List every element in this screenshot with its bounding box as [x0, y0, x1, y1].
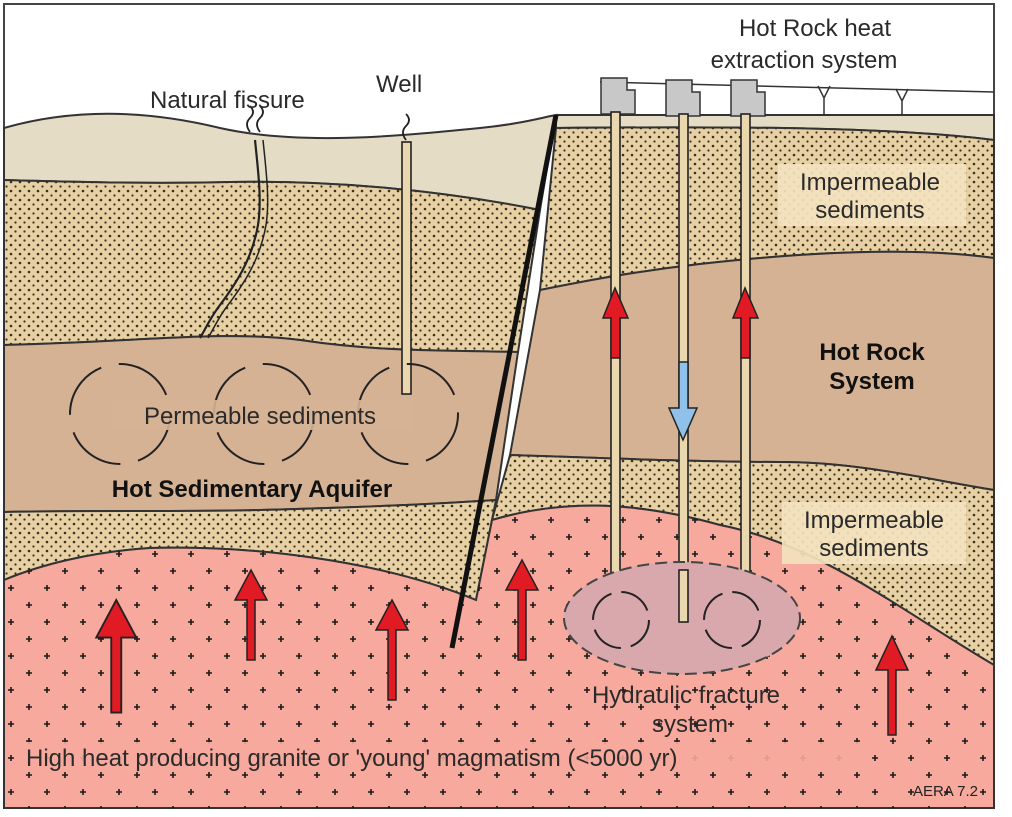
hydraulic-fracture-label-line2: system [652, 711, 728, 738]
impermeable-upper-label-line1: Impermeable [800, 169, 940, 196]
extraction-system-label-line2: extraction system [711, 47, 898, 74]
figure-credit: AERA 7.2 [913, 783, 978, 800]
fracture-circulation-right-icon [703, 591, 761, 649]
hot-rock-layer [508, 250, 995, 492]
permeable-sediments-label: Permeable sediments [144, 403, 376, 430]
granite-label: High heat producing granite or 'young' m… [26, 745, 678, 772]
well-steam-icon [402, 113, 410, 141]
hot-fluid-up-arrow-icon [731, 286, 760, 359]
heat-up-arrow-icon [504, 558, 540, 661]
impermeable-lower-label-line1: Impermeable [804, 507, 944, 534]
extraction-system-label-line1: Hot Rock heat [739, 15, 891, 42]
steam-wisp-icon [246, 105, 254, 133]
heat-up-arrow-icon [233, 568, 269, 661]
heat-up-arrow-icon [874, 634, 910, 736]
fault-line [449, 114, 559, 649]
impermeable-upper-label-line2: sediments [815, 197, 924, 224]
impermeable-lower-label-line2: sediments [819, 535, 928, 562]
well-shaft [401, 141, 412, 395]
well-label: Well [376, 71, 422, 98]
natural-fissure-crack [199, 139, 261, 339]
hot-sedimentary-aquifer-label: Hot Sedimentary Aquifer [112, 476, 393, 503]
hot-rock-system-label-line2: System [829, 368, 914, 395]
fracture-circulation-left-icon [592, 591, 650, 649]
heat-extraction-plant-icon [600, 77, 766, 117]
hot-fluid-up-arrow-icon [601, 286, 630, 359]
hydraulic-fracture-label-line1: Hydraulic fracture [592, 682, 780, 709]
hot-rock-system-label-line1: Hot Rock [819, 339, 925, 366]
cold-fluid-down-arrow-icon [667, 361, 699, 442]
power-pylon-icon [817, 85, 909, 115]
natural-fissure-label: Natural fissure [150, 87, 305, 114]
heat-up-arrow-icon [374, 598, 410, 701]
heat-up-arrow-icon [94, 598, 138, 714]
